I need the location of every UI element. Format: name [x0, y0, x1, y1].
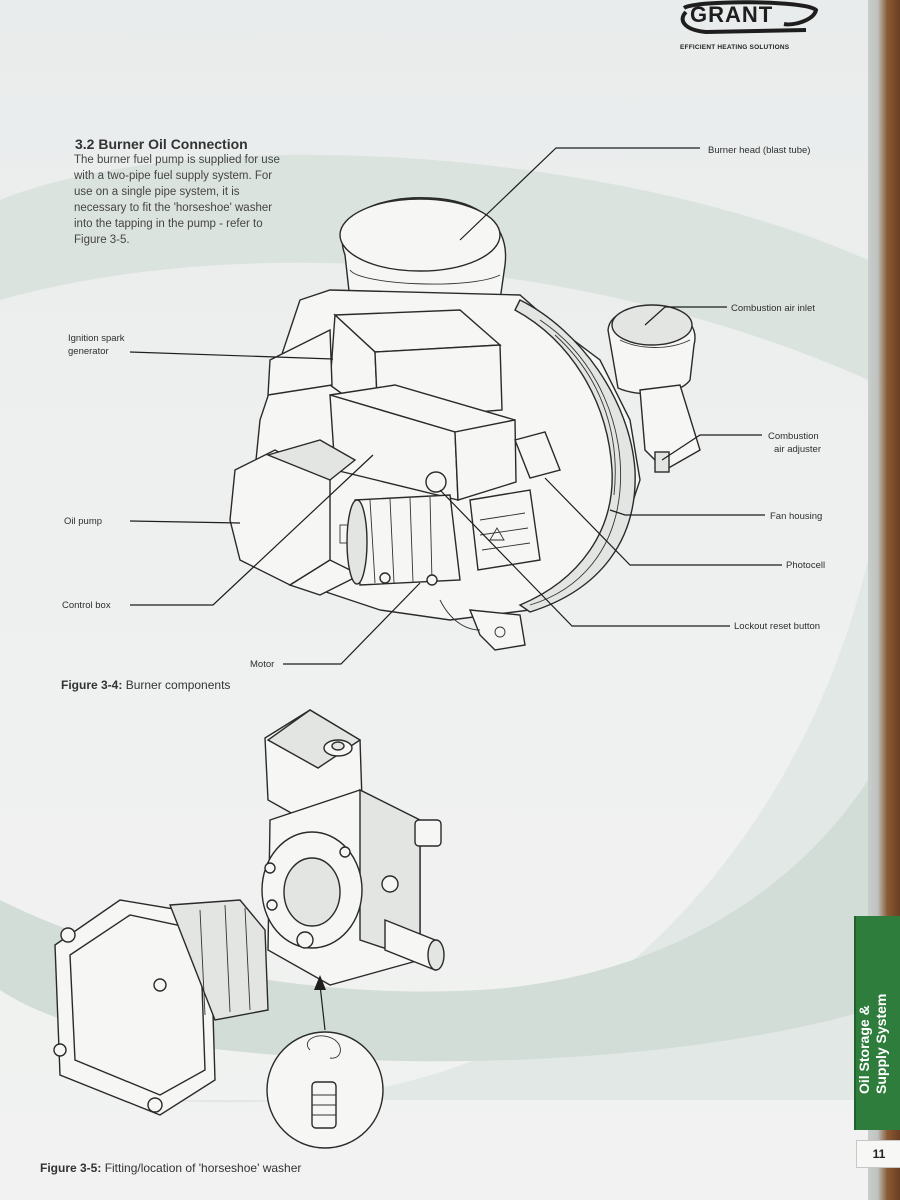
figure-3-5-caption: Figure 3-5: Fitting/location of 'horsesh… — [40, 1161, 301, 1175]
callout-burner-head: Burner head (blast tube) — [708, 145, 811, 156]
callout-ignition-line2: generator — [68, 346, 109, 357]
page-number: 11 — [856, 1140, 900, 1168]
side-tab-line2: Supply System — [873, 993, 889, 1094]
side-tab-label: Oil Storage & Supply System — [856, 914, 890, 1094]
intro-line: necessary to fit the 'horseshoe' washer — [74, 202, 273, 214]
burner-head-drawing — [339, 197, 507, 301]
intro-line: with a two-pipe fuel supply system. For — [74, 170, 273, 182]
callout-ignition-line1: Ignition spark — [68, 333, 125, 344]
pump-assembly-drawing — [53, 709, 445, 1149]
callout-adjuster-line2: air adjuster — [774, 444, 821, 455]
intro-paragraph: The burner fuel pump is supplied for use… — [74, 152, 314, 248]
callout-adjuster-line1: Combustion — [768, 431, 819, 442]
logo-tagline: EFFICIENT HEATING SOLUTIONS — [680, 44, 790, 51]
callout-photocell: Photocell — [786, 560, 826, 571]
air-inlet-drawing — [607, 304, 701, 473]
section-side-tab — [854, 916, 900, 1130]
section-title: 3.2 Burner Oil Connection — [75, 136, 248, 152]
figure-3-4-caption-label: Figure 3-4: — [61, 678, 123, 692]
callout-ignition-generator: Ignition spark generator — [68, 332, 125, 358]
callout-combustion-air-adjuster: Combustion air adjuster — [768, 430, 821, 456]
intro-line: Figure 3-5. — [74, 234, 130, 246]
figure-3-4-caption: Figure 3-4: Burner components — [61, 678, 230, 692]
motor-drawing — [346, 471, 461, 586]
photocell-drawing — [469, 431, 561, 571]
figure-3-5-caption-text: Fitting/location of 'horseshoe' washer — [104, 1161, 302, 1175]
callout-control-box: Control box — [62, 600, 111, 611]
side-tab-line1: Oil Storage & — [856, 1005, 872, 1094]
mounting-bracket-drawing — [439, 599, 526, 651]
intro-line: into the tapping in the pump - refer to — [74, 218, 263, 230]
intro-line: use on a single pipe system, it is — [74, 186, 240, 198]
callout-oil-pump: Oil pump — [64, 516, 103, 527]
callout-leaders — [129, 147, 782, 665]
callout-fan-housing: Fan housing — [770, 511, 823, 522]
logo-text: GRANT — [690, 2, 774, 27]
figure-3-5-caption-label: Figure 3-5: — [40, 1161, 102, 1175]
control-box-drawing — [329, 384, 517, 501]
manual-page: GRANT EFFICIENT HEATING SOLUTIONS 3.2 Bu… — [0, 0, 868, 1200]
callout-lockout-reset: Lockout reset button — [734, 621, 821, 632]
callout-motor: Motor — [250, 659, 275, 670]
burner-diagram — [53, 147, 782, 1149]
oil-pump-drawing — [229, 439, 362, 596]
callout-combustion-air-inlet: Combustion air inlet — [731, 303, 815, 314]
intro-line: The burner fuel pump is supplied for use — [74, 154, 280, 166]
figure-3-4-caption-text: Burner components — [125, 678, 231, 692]
grant-logo-icon — [680, 0, 819, 35]
